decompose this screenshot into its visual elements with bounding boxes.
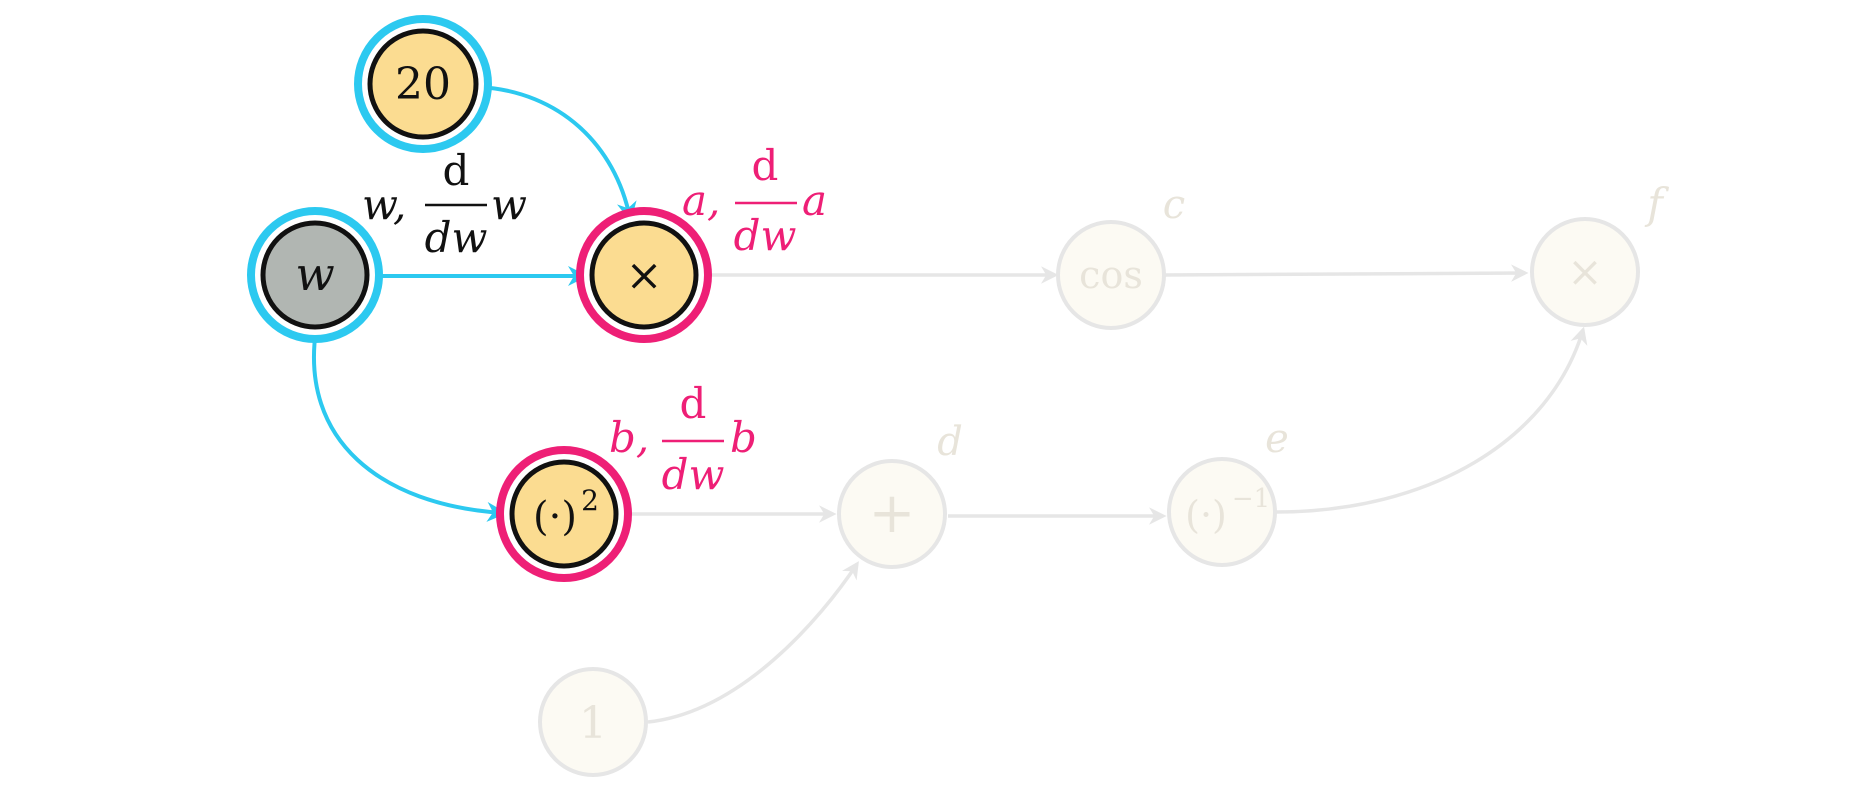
node-w: w w, d dw w (247, 146, 527, 343)
node-mul-f-circle (1530, 217, 1640, 327)
node-mul-a: × a, d dw a (576, 141, 827, 343)
faded-edges (632, 264, 1588, 724)
node-mul-f: × f (1530, 179, 1669, 327)
active-edges (312, 85, 637, 522)
node-cos-circle (1056, 220, 1166, 330)
node-w-deriv-var: w (491, 180, 527, 229)
node-w-deriv-num: d (443, 146, 470, 195)
node-mul-a-tag: a, (682, 176, 720, 225)
node-inv-e-base: (·) (1185, 493, 1227, 537)
node-const-20: 20 (354, 15, 492, 153)
node-w-tag: w, (362, 180, 406, 229)
node-inv-e-tag: e (1265, 416, 1289, 462)
node-sq-b-deriv-var: b (730, 413, 757, 462)
edge-w-to-b (312, 329, 507, 522)
node-mul-a-circle (589, 220, 699, 330)
node-plus-d-circle (837, 459, 947, 569)
edge-e-to-f (1275, 326, 1588, 514)
node-cos-label: cos (1079, 253, 1143, 297)
node-const-20-label: 20 (395, 59, 451, 110)
node-inv-e: (·) −1 e (1167, 416, 1289, 567)
edge-1-to-d (647, 561, 859, 724)
node-cos: cos c (1056, 182, 1185, 330)
node-const-1-label: 1 (579, 698, 607, 749)
node-mul-a-label: × (626, 250, 663, 301)
node-mul-f-tag: f (1644, 179, 1669, 228)
node-sq-b-circle (509, 459, 619, 569)
node-mul-a-deriv-var: a (802, 176, 827, 225)
node-cos-tag: c (1163, 182, 1185, 228)
node-const-1-circle (538, 667, 648, 777)
node-sq-b-deriv-den: dw (662, 450, 725, 499)
node-mul-a-deriv-num: d (752, 141, 779, 190)
node-sq-b-deriv-num: d (680, 379, 707, 428)
edge-20-to-a (479, 85, 637, 222)
node-w-label: w (295, 247, 334, 301)
node-w-deriv-den: dw (425, 213, 488, 262)
node-sq-b-tag: b, (609, 413, 649, 462)
node-inv-e-label: (·) (1185, 493, 1227, 537)
node-sq-b: (·) 2 b, d dw b (496, 379, 757, 582)
node-sq-b-sup: 2 (581, 484, 599, 517)
node-inv-e-sup: −1 (1232, 484, 1270, 514)
node-plus-d: + d (837, 419, 963, 569)
node-sq-b-label: (·) (533, 494, 577, 540)
node-mul-f-label: × (1567, 247, 1602, 296)
node-plus-d-tag: d (937, 419, 963, 465)
node-w-circle (260, 220, 370, 330)
node-inv-e-circle (1167, 457, 1277, 567)
node-mul-a-deriv-den: dw (734, 211, 797, 260)
node-const-1: 1 (538, 667, 648, 777)
edge-c-to-f (1163, 264, 1529, 282)
node-plus-d-label: + (869, 481, 916, 546)
node-const-20-circle (367, 28, 479, 140)
